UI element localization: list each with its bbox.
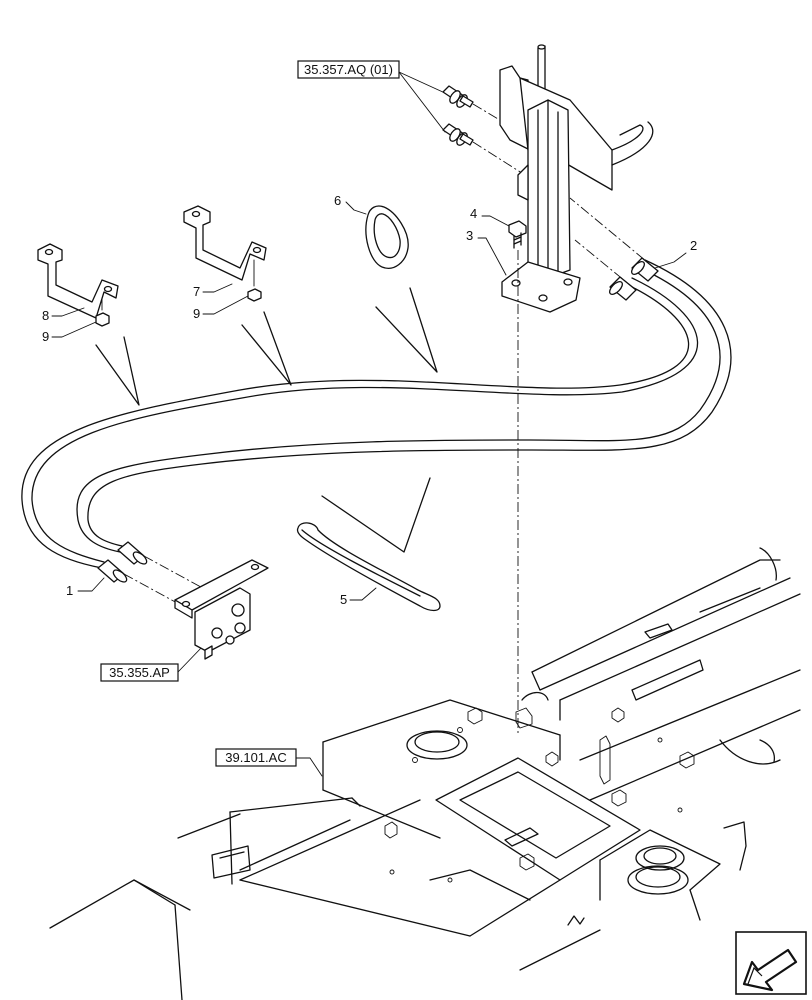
- reference-box-frame[interactable]: 39.101.AC: [215, 748, 297, 767]
- control-valve-block: [174, 559, 269, 660]
- reference-box-quick-coupler[interactable]: 35.357.AQ (01): [297, 60, 400, 79]
- hose-fitting-lower-left-a: [97, 559, 128, 583]
- bracket-8: [37, 243, 119, 319]
- bolt-4: [508, 220, 527, 249]
- callout-grommet-6[interactable]: 6: [334, 193, 341, 208]
- hose-clip: [296, 522, 441, 612]
- hose-fitting-upper-right-a: [609, 276, 637, 301]
- hose-fitting-lower-left-b: [117, 541, 148, 565]
- reference-label: 39.101.AC: [225, 750, 286, 765]
- hose-fitting-upper-right-b: [631, 257, 659, 282]
- bolt-9a: [95, 297, 110, 327]
- front-direction-arrow-icon: [735, 931, 807, 995]
- callout-clip-5[interactable]: 5: [340, 592, 347, 607]
- machine-frame: [49, 547, 801, 1000]
- hydraulic-hose-pair: [21, 259, 732, 569]
- callout-bracket-7[interactable]: 7: [193, 284, 200, 299]
- bolt-9b: [247, 259, 262, 302]
- stand-bracket: [499, 44, 654, 313]
- quick-coupler-upper: [442, 85, 474, 108]
- callout-stand-bracket-3[interactable]: 3: [466, 228, 473, 243]
- reference-label: 35.355.AP: [109, 665, 170, 680]
- reference-label: 35.357.AQ (01): [304, 62, 393, 77]
- grommet: [365, 205, 409, 269]
- bracket-7: [183, 205, 267, 281]
- callout-bolt-4[interactable]: 4: [470, 206, 477, 221]
- quick-coupler-lower: [442, 123, 474, 146]
- callout-bolt-9b[interactable]: 9: [193, 306, 200, 321]
- reference-box-control-valve[interactable]: 35.355.AP: [100, 663, 179, 682]
- callout-hose-1[interactable]: 1: [66, 583, 73, 598]
- callout-hose-2[interactable]: 2: [690, 238, 697, 253]
- callout-bracket-8[interactable]: 8: [42, 308, 49, 323]
- callout-bolt-9a[interactable]: 9: [42, 329, 49, 344]
